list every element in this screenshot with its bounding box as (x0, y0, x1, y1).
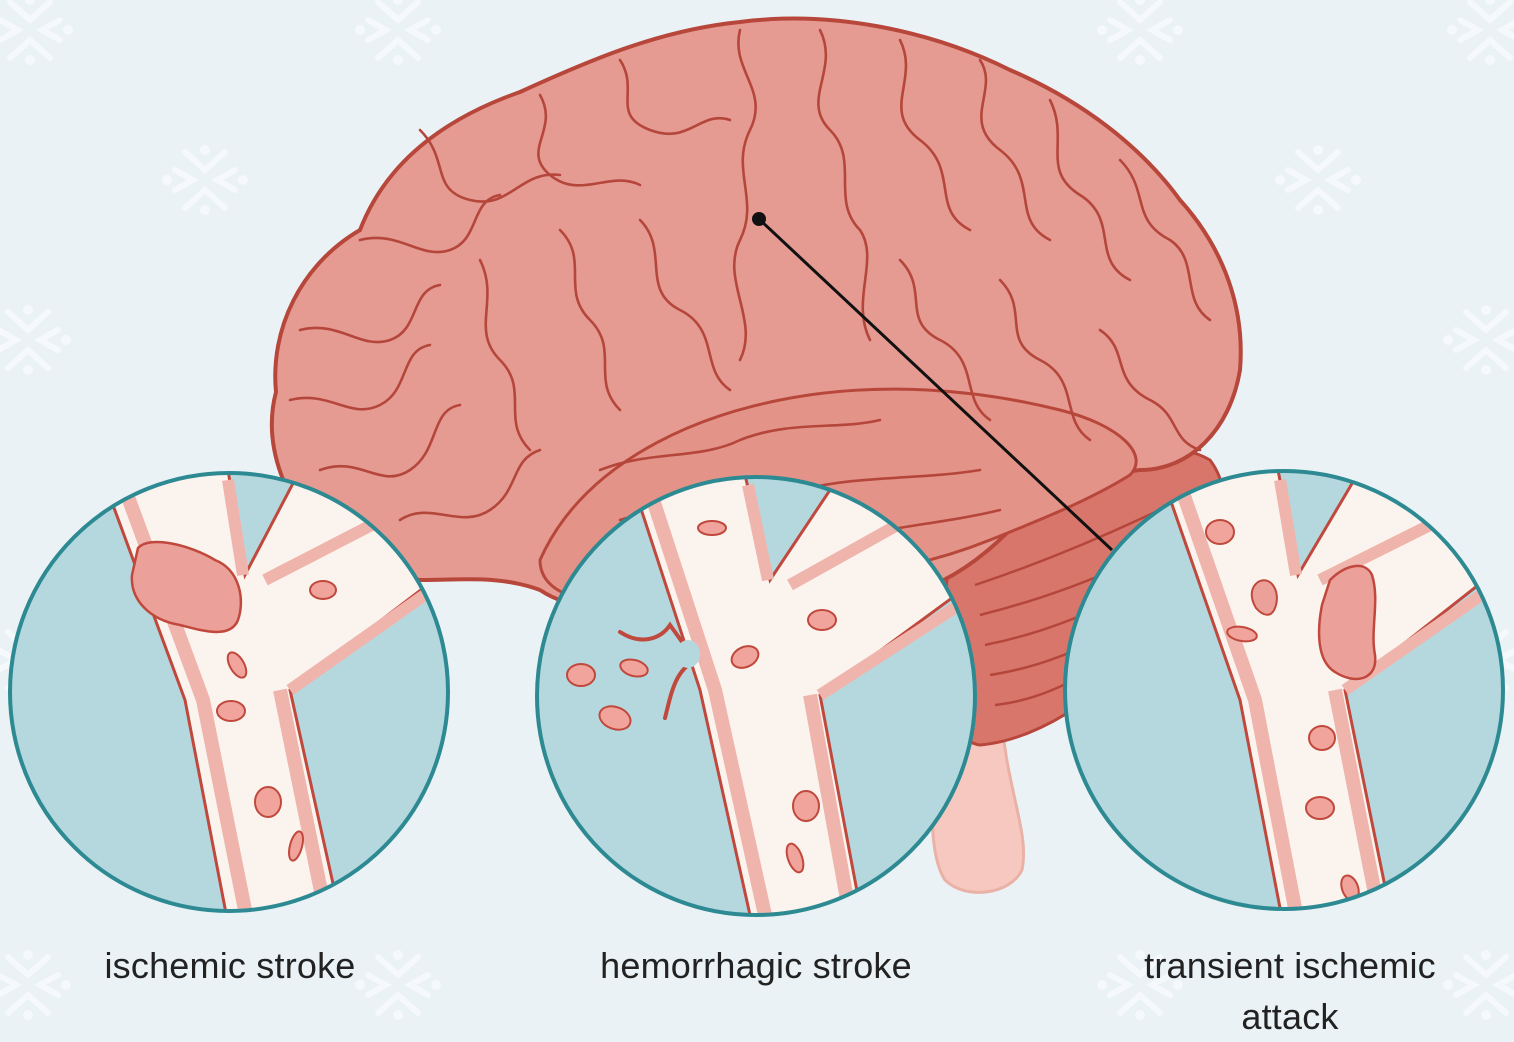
caption-transient-ischemic-attack: transient ischemic attack (1100, 940, 1480, 1042)
caption-ischemic-stroke: ischemic stroke (30, 940, 430, 991)
magnifier-lens-tia (1065, 470, 1510, 960)
magnifier-lens-ischemic (10, 470, 460, 960)
caption-hemorrhagic-stroke: hemorrhagic stroke (536, 940, 976, 991)
